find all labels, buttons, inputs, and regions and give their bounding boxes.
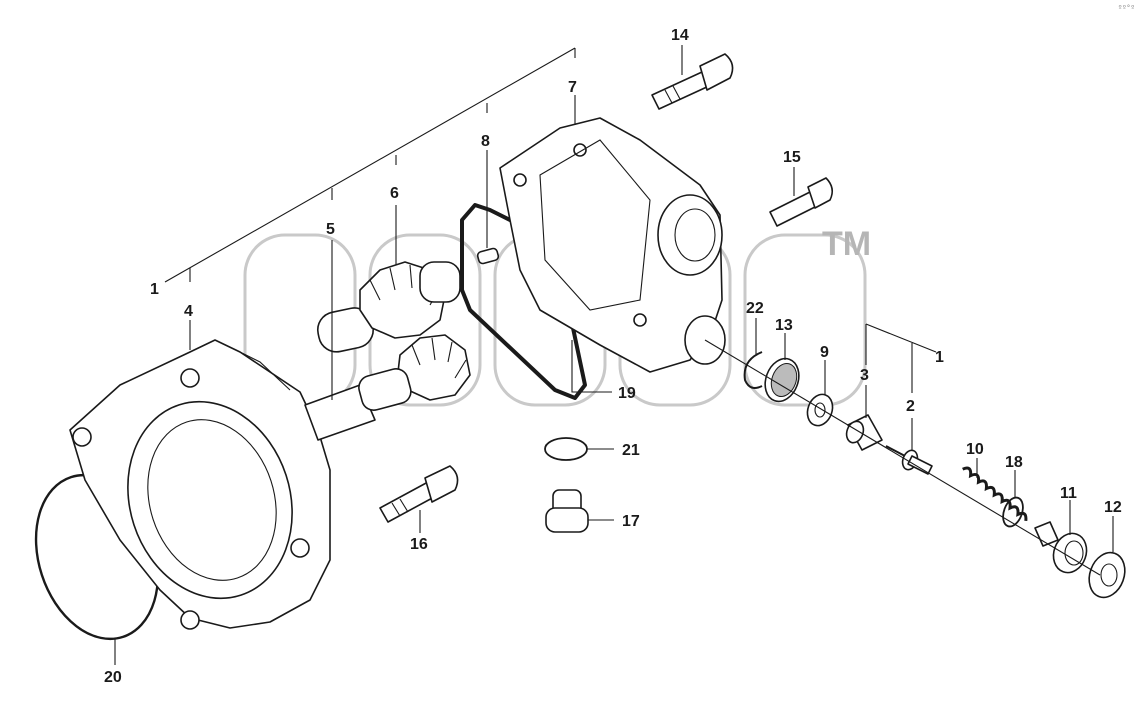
part-9-washer xyxy=(806,393,834,427)
callout-1-left: 1 xyxy=(150,281,159,298)
part-14-bolt xyxy=(651,53,734,110)
part-16-bolt xyxy=(379,465,459,523)
part-15-bolt xyxy=(769,177,834,227)
part-17-plug xyxy=(545,489,589,533)
callout-19: 19 xyxy=(618,385,636,402)
callout-9: 9 xyxy=(820,344,829,361)
callout-21: 21 xyxy=(622,442,640,459)
corner-mark: ºº°º xyxy=(1118,4,1135,12)
callout-16: 16 xyxy=(410,536,428,553)
callout-3: 3 xyxy=(860,367,869,384)
callout-12: 12 xyxy=(1104,499,1122,516)
callout-4: 4 xyxy=(184,303,193,320)
callout-18: 18 xyxy=(1005,454,1023,471)
callout-7: 7 xyxy=(568,79,577,96)
watermark-trademark: TM xyxy=(822,225,871,263)
callout-13: 13 xyxy=(775,317,793,334)
callout-2: 2 xyxy=(906,398,915,415)
part-2-valve-poppet xyxy=(885,445,933,475)
callout-20: 20 xyxy=(104,669,122,686)
part-22-snap-ring xyxy=(743,351,763,389)
callout-14: 14 xyxy=(671,27,689,44)
callout-6: 6 xyxy=(390,185,399,202)
part-8-dowel-pin xyxy=(476,247,500,265)
part-3-valve-seat xyxy=(845,414,883,451)
part-5-driven-gear-shaft xyxy=(304,334,471,441)
part-18-o-ring xyxy=(1002,496,1024,528)
part-6-drive-gear xyxy=(316,261,461,353)
callout-10: 10 xyxy=(966,441,984,458)
callout-15: 15 xyxy=(783,149,801,166)
part-13-filter-screen xyxy=(764,357,800,403)
callout-5: 5 xyxy=(326,221,335,238)
callout-labels: 1 1 2 3 4 5 6 7 8 9 10 11 12 13 14 15 16… xyxy=(104,27,1122,686)
part-10-spring xyxy=(962,466,1028,522)
callout-1-right: 1 xyxy=(935,349,944,366)
part-19-gasket xyxy=(460,203,587,400)
part-21-small-o-ring xyxy=(544,437,588,461)
callout-17: 17 xyxy=(622,513,640,530)
callout-8: 8 xyxy=(481,133,490,150)
part-11-threaded-plug xyxy=(1034,521,1088,574)
callout-22: 22 xyxy=(746,300,764,317)
part-12-washer xyxy=(1088,551,1126,599)
leader-lines xyxy=(114,45,1114,665)
part-4-pump-housing xyxy=(69,339,331,630)
callout-11: 11 xyxy=(1060,485,1077,502)
part-7-pump-cover xyxy=(499,117,726,373)
